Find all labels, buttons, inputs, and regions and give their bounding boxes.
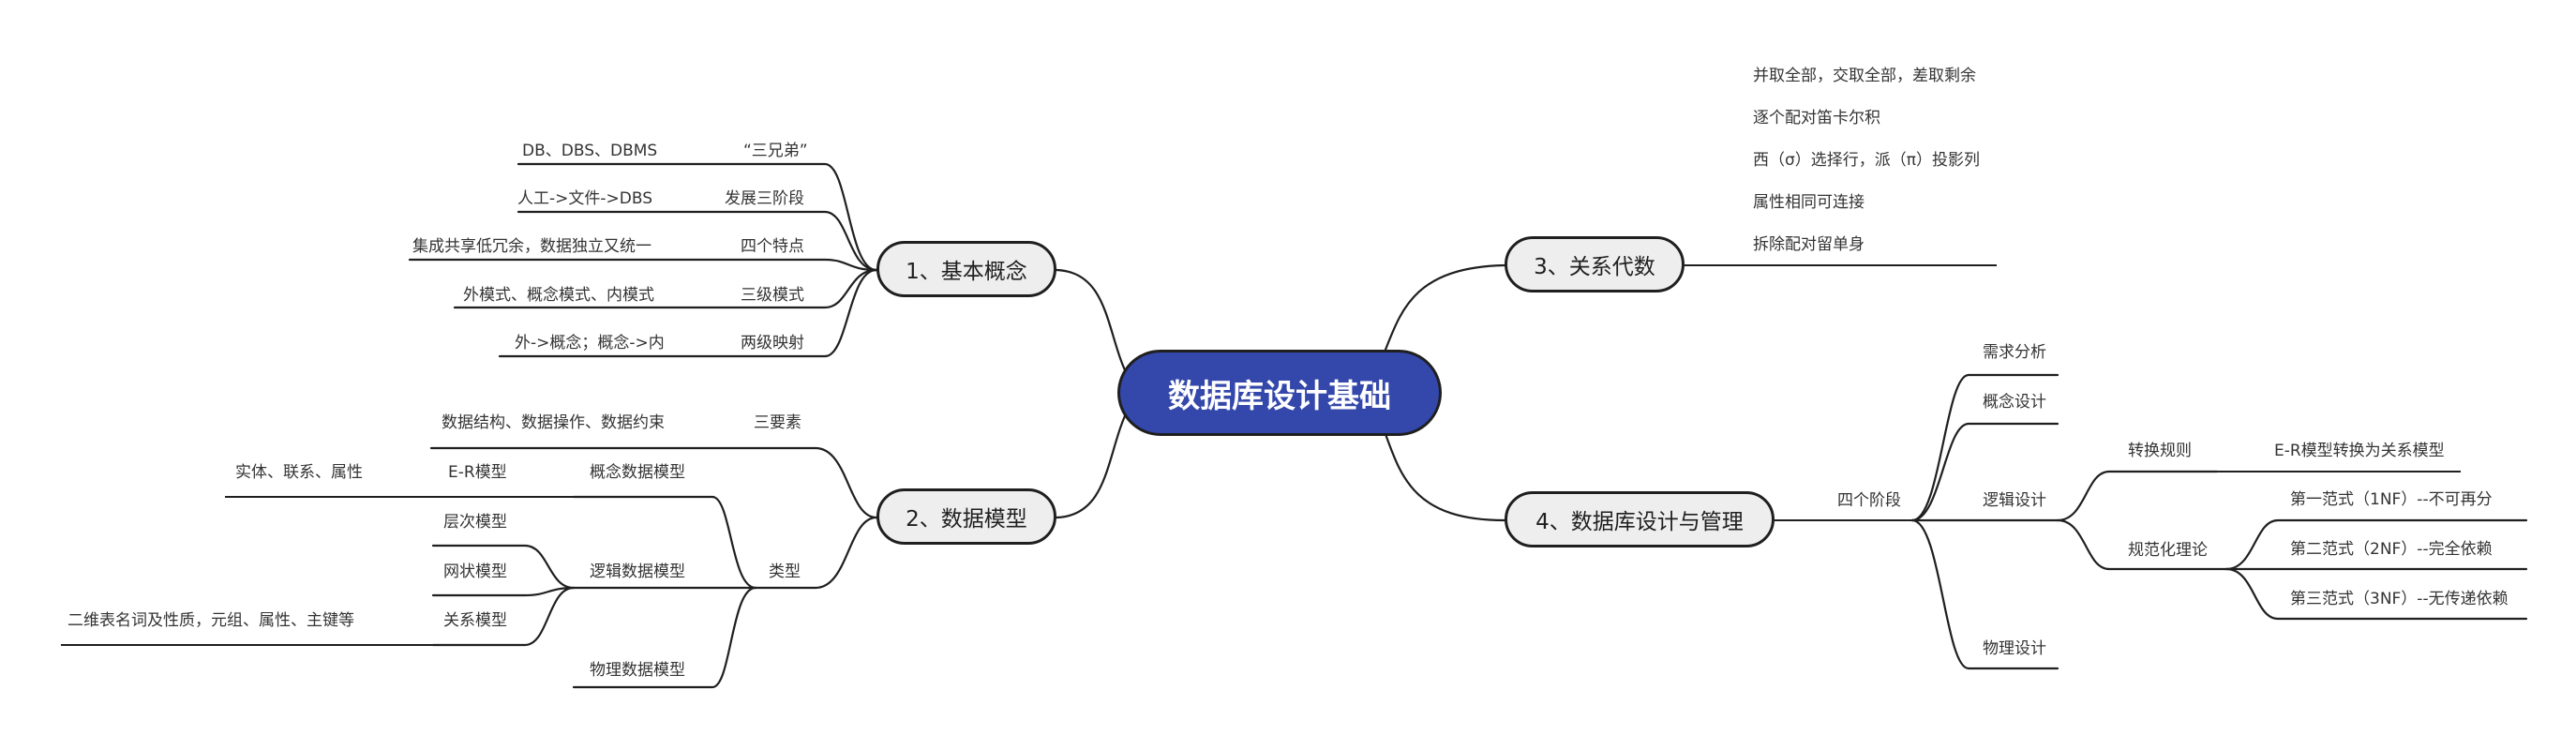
b1-links: [408, 162, 878, 358]
b3-item-cartesian[interactable]: 逐个配对笛卡尔积: [1753, 109, 1880, 128]
b1-value-features[interactable]: 集成共享低冗余，数据独立又统一: [412, 237, 651, 256]
b4-3nf[interactable]: 第三范式（3NF）--无传递依赖: [2290, 590, 2509, 608]
b2-links: [61, 446, 878, 689]
b4-conversion-rule[interactable]: 转换规则: [2128, 442, 2192, 460]
b1-value-schemas[interactable]: 外模式、概念模式、内模式: [463, 286, 654, 305]
link-center-b4: [1384, 432, 1506, 522]
link-center-b1: [1055, 268, 1131, 382]
b4-er-to-relational[interactable]: E-R模型转换为关系模型: [2274, 442, 2445, 460]
b2-key-three-elements[interactable]: 三要素: [754, 413, 801, 432]
b4-logical-design[interactable]: 逻辑设计: [1983, 491, 2046, 510]
b1-key-three-schemas[interactable]: 三级模式: [741, 286, 804, 305]
b2-logical-model[interactable]: 逻辑数据模型: [590, 562, 685, 581]
b2-relational-desc[interactable]: 二维表名词及性质，元组、属性、主键等: [67, 611, 354, 630]
branch-basic-concepts[interactable]: 1、基本概念: [876, 241, 1056, 297]
link-center-b3: [1384, 263, 1506, 352]
central-topic[interactable]: 数据库设计基础: [1117, 350, 1442, 436]
branch-relational-algebra[interactable]: 3、关系代数: [1505, 236, 1685, 292]
b1-key-three-brothers[interactable]: “三兄弟”: [743, 142, 808, 160]
b4-conceptual-design[interactable]: 概念设计: [1983, 393, 2046, 412]
b4-requirement-analysis[interactable]: 需求分析: [1983, 343, 2046, 362]
b4-2nf[interactable]: 第二范式（2NF）--完全依赖: [2290, 540, 2493, 559]
b1-key-three-stages[interactable]: 发展三阶段: [725, 189, 804, 208]
b1-value-mappings[interactable]: 外->概念；概念->内: [515, 334, 665, 352]
b4-links: [1775, 373, 2528, 670]
b1-key-four-features[interactable]: 四个特点: [741, 237, 804, 256]
b2-physical-model[interactable]: 物理数据模型: [590, 661, 685, 680]
b2-er-model[interactable]: E-R模型: [448, 463, 507, 482]
b1-value-db-dbs-dbms[interactable]: DB、DBS、DBMS: [522, 142, 658, 160]
b2-network-model[interactable]: 网状模型: [443, 562, 507, 581]
b3-item-join[interactable]: 属性相同可连接: [1753, 193, 1865, 212]
b4-1nf[interactable]: 第一范式（1NF）--不可再分: [2290, 490, 2493, 509]
b1-value-stages[interactable]: 人工->文件->DBS: [517, 189, 653, 208]
b3-item-division[interactable]: 拆除配对留单身: [1753, 235, 1865, 254]
b2-value-three-elements[interactable]: 数据结构、数据操作、数据约束: [442, 413, 665, 432]
b4-four-stages[interactable]: 四个阶段: [1837, 491, 1901, 510]
b4-normalization-theory[interactable]: 规范化理论: [2128, 541, 2208, 560]
b3-item-union[interactable]: 并取全部，交取全部，差取剩余: [1753, 67, 1976, 85]
b4-physical-design[interactable]: 物理设计: [1983, 639, 2046, 658]
b2-conceptual-model[interactable]: 概念数据模型: [590, 463, 685, 482]
b2-er-desc[interactable]: 实体、联系、属性: [235, 463, 363, 482]
b2-relational-model[interactable]: 关系模型: [443, 611, 507, 630]
b2-types[interactable]: 类型: [769, 562, 801, 581]
b2-hierarchical-model[interactable]: 层次模型: [443, 513, 507, 532]
b1-key-two-mappings[interactable]: 两级映射: [741, 334, 804, 352]
b3-item-select-project[interactable]: 西（σ）选择行，派（π）投影列: [1753, 151, 1981, 170]
branch-db-design-management[interactable]: 4、数据库设计与管理: [1505, 491, 1775, 548]
link-center-b2: [1055, 404, 1131, 519]
branch-data-models[interactable]: 2、数据模型: [876, 488, 1056, 545]
